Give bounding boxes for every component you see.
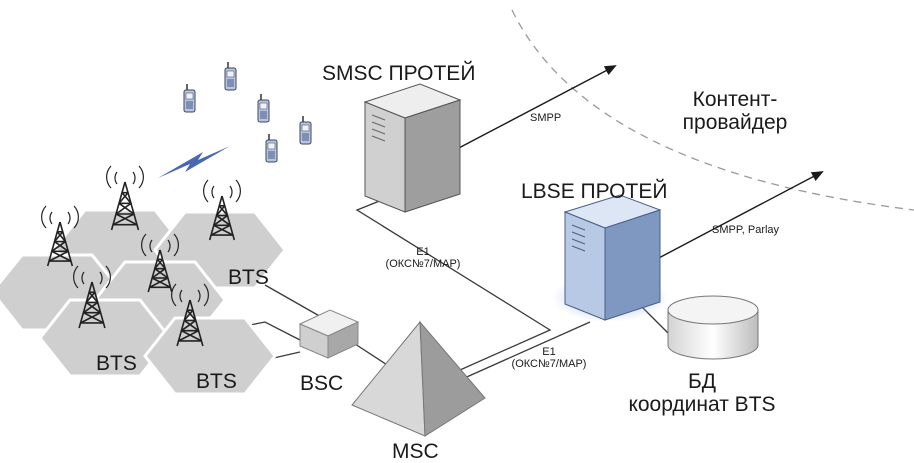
mobile-phone-icon: [224, 62, 237, 91]
content-provider-boundary: [511, 9, 914, 211]
smpp-label: SMPP: [530, 112, 562, 124]
bts-bottom-label: BTS: [196, 370, 237, 393]
smsc-to-msc-line: [355, 195, 552, 371]
mobile-phone-icon: [183, 84, 196, 113]
mobile-phones: [183, 62, 312, 163]
content-provider-line1: Контент-: [692, 88, 778, 111]
bts-right-label: BTS: [228, 266, 269, 289]
msc-to-lbse-line: [459, 321, 591, 381]
bts-left-label: BTS: [96, 352, 137, 375]
cell-hexagon: [143, 316, 277, 396]
bts-cells: [0, 208, 287, 396]
db-label-line2: координат BTS: [628, 393, 776, 417]
mobile-phone-icon: [265, 134, 278, 163]
smsc-label: SMSC ПРОТЕЙ: [322, 62, 476, 85]
msc-pyramid-icon: [351, 320, 486, 437]
mobile-phone-icon: [257, 94, 270, 123]
e1-bottom-line1: E1: [542, 346, 556, 358]
tower-icon: [41, 205, 79, 267]
database-cylinder-icon: [667, 295, 759, 360]
tower-icon: [141, 233, 179, 293]
content-provider-line2: провайдер: [682, 111, 788, 135]
smsc-smpp-arrow: [454, 65, 617, 151]
radio-link-lightning-icon: [158, 146, 230, 178]
e1-top-label: E1 (ОКС№7/MAP): [384, 246, 462, 270]
smsc-server-icon: [363, 83, 462, 213]
mobile-phone-icon: [299, 116, 312, 145]
bsc-box-icon: [298, 309, 360, 359]
e1-bottom-label: E1 (ОКС№7/MAP): [510, 346, 588, 370]
bsc-label: BSC: [300, 372, 344, 395]
tower-icon: [106, 165, 144, 231]
cell-hexagon: [38, 298, 172, 378]
content-provider-label: Контент- провайдер: [676, 88, 794, 134]
tower-icon: [171, 283, 209, 347]
bts-towers: [41, 165, 241, 347]
lbse-smpp-arrow: [654, 171, 824, 261]
db-label-line1: БД: [687, 370, 716, 393]
lbse-label: LBSE ПРОТЕЙ: [521, 180, 668, 203]
msc-label: MSC: [392, 440, 439, 463]
e1-top-line1: E1: [416, 246, 430, 258]
tower-icon: [73, 265, 111, 329]
lbse-server-icon: [563, 194, 662, 321]
smpp-parlay-label: SMPP, Parlay: [712, 224, 780, 236]
e1-bottom-line2: (ОКС№7/MAP): [511, 358, 587, 371]
e1-top-line2: (ОКС№7/MAP): [385, 258, 461, 271]
tower-icon: [203, 179, 241, 241]
db-label: БД координат BTS: [604, 370, 800, 416]
